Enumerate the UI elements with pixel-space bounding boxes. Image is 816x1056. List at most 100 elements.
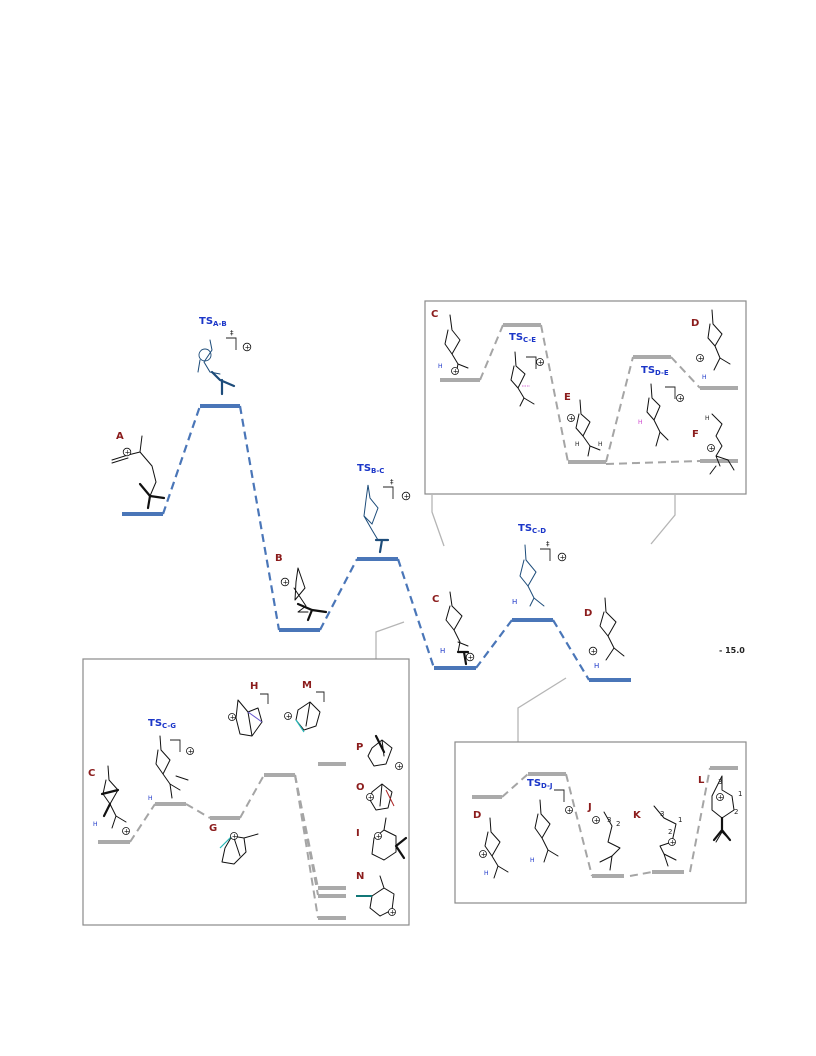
svg-text:+: + [481, 850, 487, 858]
connector-b-tsbc [319, 558, 358, 631]
circled-plus-icon: + [588, 646, 598, 656]
connector-tsab-b [238, 405, 281, 631]
connector-tsbc-c [396, 558, 436, 669]
circled-plus-icon: + [401, 491, 411, 501]
label-b: B [275, 553, 283, 564]
svg-text:P: P [356, 742, 363, 753]
svg-text:H: H [530, 857, 535, 864]
svg-text:H: H [512, 598, 517, 606]
svg-text:H: H [148, 795, 153, 802]
molecule-ts-bc [363, 484, 390, 554]
svg-text:TSC-G: TSC-G [148, 718, 176, 730]
svg-text:M: M [302, 680, 312, 691]
inset-right: D TSD-J J K L H H 3 2 3 1 2 3 1 2 + + + … [454, 741, 747, 904]
circled-plus-icon: + [557, 552, 567, 562]
svg-text:+: + [376, 832, 382, 840]
svg-text:+: + [404, 493, 410, 501]
svg-text:H: H [598, 441, 603, 448]
svg-text:3: 3 [718, 778, 722, 786]
svg-text:H: H [93, 821, 98, 828]
svg-text:+: + [698, 354, 704, 362]
circled-plus-icon: + + + + + [479, 793, 724, 858]
svg-text:H: H [484, 870, 489, 877]
svg-text:+: + [453, 367, 459, 375]
svg-text:O: O [356, 782, 365, 793]
svg-text:2: 2 [616, 820, 620, 828]
svg-text:H: H [250, 681, 258, 692]
svg-text:+: + [124, 827, 130, 835]
svg-text:C: C [431, 309, 438, 320]
svg-text:‡: ‡ [230, 329, 234, 337]
svg-text:+: + [368, 793, 374, 801]
svg-text:+: + [591, 648, 597, 656]
svg-text:N: N [356, 871, 364, 882]
label-d: D [584, 608, 592, 619]
inset-top: C TSC-E E TSD-E D F H H H H H H + + + + … [424, 300, 747, 495]
svg-text:3: 3 [607, 816, 611, 824]
inset-left: C TSC-G G H M P O I N H H + + + [82, 658, 410, 926]
circled-plus-icon: + + + + + + + + + [122, 712, 403, 916]
svg-text:3: 3 [660, 810, 664, 818]
svg-text:H: H [705, 415, 710, 422]
svg-text:+: + [538, 358, 544, 366]
svg-text:+: + [560, 554, 566, 562]
svg-text:TSD-J: TSD-J [527, 778, 552, 790]
circled-plus-icon: + [122, 447, 132, 457]
svg-text:+: + [567, 806, 573, 814]
svg-text:J: J [587, 802, 592, 813]
svg-text:D: D [691, 318, 699, 329]
svg-text:H: H [594, 662, 599, 670]
svg-text:TSC-E: TSC-E [509, 332, 536, 344]
molecule-d: H [594, 597, 625, 670]
svg-text:2: 2 [734, 808, 738, 816]
svg-text:+: + [397, 762, 403, 770]
svg-text:+: + [230, 713, 236, 721]
svg-text:+: + [390, 908, 396, 916]
molecule-b [293, 567, 328, 622]
label-a: A [116, 431, 124, 442]
svg-text:1: 1 [738, 790, 742, 798]
svg-text:+: + [245, 344, 251, 352]
svg-text:D: D [473, 810, 481, 821]
circled-plus-icon: + [465, 652, 475, 662]
svg-text:+: + [286, 712, 292, 720]
svg-text:+: + [709, 444, 715, 452]
svg-text:TSD-E: TSD-E [641, 365, 669, 377]
svg-text:L: L [698, 775, 705, 786]
connector-tscd-d [552, 619, 590, 681]
connector-c-tscd [475, 619, 513, 669]
svg-text:+: + [569, 414, 575, 422]
svg-text:+: + [678, 394, 684, 402]
svg-text:1: 1 [678, 816, 682, 824]
svg-text:‡: ‡ [546, 540, 550, 548]
svg-text:+: + [188, 747, 194, 755]
callout-lines [375, 495, 676, 742]
svg-text:+: + [283, 579, 289, 587]
svg-text:+: + [468, 654, 474, 662]
svg-text:2: 2 [668, 828, 672, 836]
connector-a-tsab [161, 405, 202, 515]
label-ts-bc: TSB-C [357, 463, 384, 475]
ts-bracket-icon: ‡ ‡ ‡ [226, 329, 551, 561]
molecule-a [111, 435, 166, 510]
svg-text:G: G [209, 823, 217, 834]
svg-text:H: H [702, 374, 707, 381]
svg-text:I: I [356, 828, 360, 839]
svg-text:+: + [125, 449, 131, 457]
svg-text:H: H [638, 419, 643, 426]
molecule-c: H [440, 591, 470, 666]
svg-text:F: F [692, 429, 699, 440]
label-c: C [432, 594, 439, 605]
svg-text:C: C [88, 768, 95, 779]
svg-text:H: H [575, 441, 580, 448]
svg-text:H: H [438, 363, 443, 370]
svg-text:K: K [633, 810, 642, 821]
circled-plus-icon: + + + + + + [451, 354, 715, 452]
svg-text:E: E [564, 392, 571, 403]
svg-text:+: + [594, 816, 600, 824]
label-ts-ab: TSA-B [199, 316, 227, 328]
svg-text:H: H [440, 647, 445, 655]
label-ts-cd: TSC-D [518, 523, 546, 535]
svg-text:+: + [718, 793, 724, 801]
